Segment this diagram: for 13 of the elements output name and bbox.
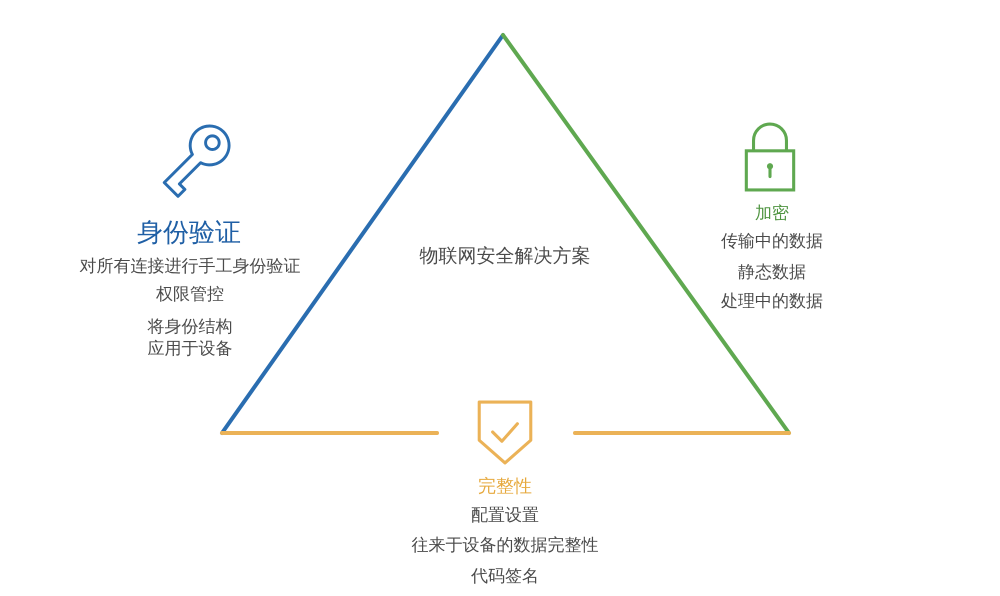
- text-line: 将身份结构应用于设备: [148, 316, 232, 360]
- text-line: 权限管控: [156, 284, 224, 306]
- center-label: 物联网安全解决方案: [420, 244, 590, 269]
- heading: 加密: [755, 203, 789, 225]
- text-line: 配置设置: [471, 505, 539, 527]
- text-line: 静态数据: [738, 262, 806, 284]
- text-line: 处理中的数据: [721, 291, 823, 313]
- text-line: 传输中的数据: [721, 231, 823, 253]
- heading: 身份验证: [137, 216, 241, 250]
- text-line: 代码签名: [471, 566, 539, 588]
- heading: 完整性: [478, 476, 532, 498]
- text-line: 对所有连接进行手工身份验证: [80, 256, 300, 278]
- text-line: 往来于设备的数据完整性: [412, 535, 598, 557]
